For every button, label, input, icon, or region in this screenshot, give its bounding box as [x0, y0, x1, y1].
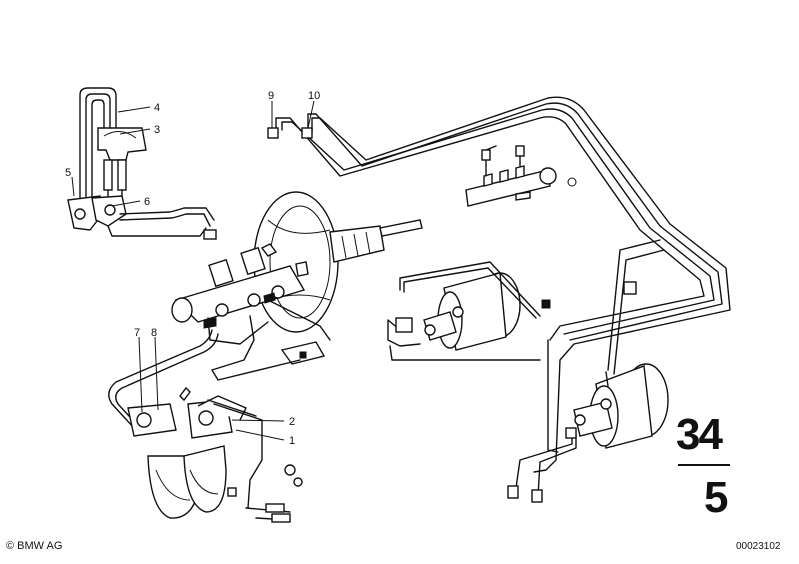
callout-leaders — [71, 100, 315, 441]
callout-10: 10 — [308, 90, 320, 102]
callout-4: 4 — [154, 102, 160, 114]
main-pipe-bundle — [267, 96, 731, 473]
callout-7: 7 — [134, 327, 140, 339]
document-number: 00023102 — [736, 541, 781, 552]
callout-8: 8 — [151, 327, 157, 339]
rear-brake-cylinder-middle — [387, 261, 541, 361]
lower-left-hose-assembly — [108, 299, 331, 523]
callout-3: 3 — [154, 124, 160, 136]
copyright-notice: © BMW AG — [6, 540, 63, 552]
callout-5: 5 — [65, 167, 71, 179]
group-number-sub: 5 — [704, 473, 729, 522]
callout-6: 6 — [144, 196, 150, 208]
upper-left-hose-assembly — [67, 87, 217, 240]
callout-2: 2 — [289, 416, 295, 428]
callout-9: 9 — [268, 90, 274, 102]
callout-1: 1 — [289, 435, 295, 447]
group-number-main: 34 — [676, 410, 723, 459]
group-number-divider — [678, 464, 730, 466]
brake-booster-master-cylinder — [171, 191, 423, 365]
callout-labels: 1 2 3 4 5 6 7 8 9 10 — [65, 90, 320, 447]
distribution-block — [465, 145, 637, 309]
rear-brake-cylinder-lower — [507, 363, 669, 503]
